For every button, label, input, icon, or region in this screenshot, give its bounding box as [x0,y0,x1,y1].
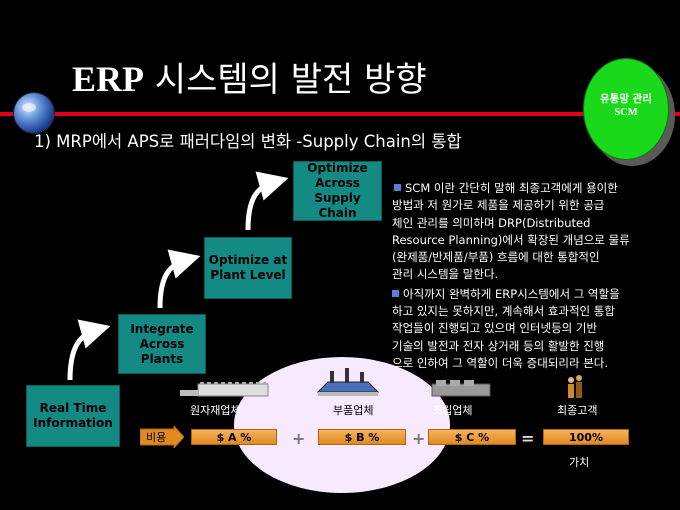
page-title: ERP 시스템의 발전 방향 [72,52,427,101]
label-assembly: 조립업체 [432,404,473,417]
desc-paragraph-1: SCM 이란 간단히 말해 최종고객에게 용이한 방법과 저 원가로 제품을 제… [392,181,630,282]
cost-bar-b: $ B % [318,429,406,445]
title-rest: 시스템의 발전 방향 [144,60,427,100]
label-raw-material: 원자재업체 [190,404,241,417]
label-end-customer: 최종고객 [557,404,598,417]
title-erp: ERP [72,59,144,99]
badge-line1: 유통망 관리 [600,93,652,105]
cost-bar-a: $ A % [191,429,277,445]
cost-bar-c: $ C % [428,429,516,445]
equals-sign: = [521,429,535,448]
badge-line2: SCM [614,107,638,118]
scm-badge [583,58,669,160]
scm-description: SCM 이란 간단히 말해 최종고객에게 용이한 방법과 저 원가로 제품을 제… [392,180,678,372]
customers-icon [568,375,582,398]
plus-sign: + [412,429,426,448]
cost-arrow-icon [140,426,184,448]
value-label: 가치 [569,456,590,469]
highlight-ellipse [234,357,450,493]
plus-sign: + [292,429,306,448]
bullet-icon [394,184,401,191]
curved-arrow-icon [157,249,201,309]
section-subtitle: 1) MRP에서 APS로 패러다임의 변화 -Supply Chain의 통합 [34,132,462,151]
title-divider [0,112,680,116]
bullet-icon [392,289,399,297]
curved-arrow-icon [67,319,111,381]
factory-icon [316,368,380,396]
cost-label: 비용 [146,431,167,444]
warehouse-icon [180,382,269,397]
scm-badge-text: 유통망 관리 SCM [583,92,669,120]
globe-icon [14,93,54,133]
result-bar: 100% [543,429,629,445]
desc-paragraph-2: 아직까지 완벽하게 ERP시스템에서 그 역할을 하고 있지는 못하지만, 계속… [392,286,620,370]
curved-arrow-icon [245,171,289,231]
assembly-plant-icon [431,380,491,397]
label-parts: 부품업체 [333,404,374,417]
